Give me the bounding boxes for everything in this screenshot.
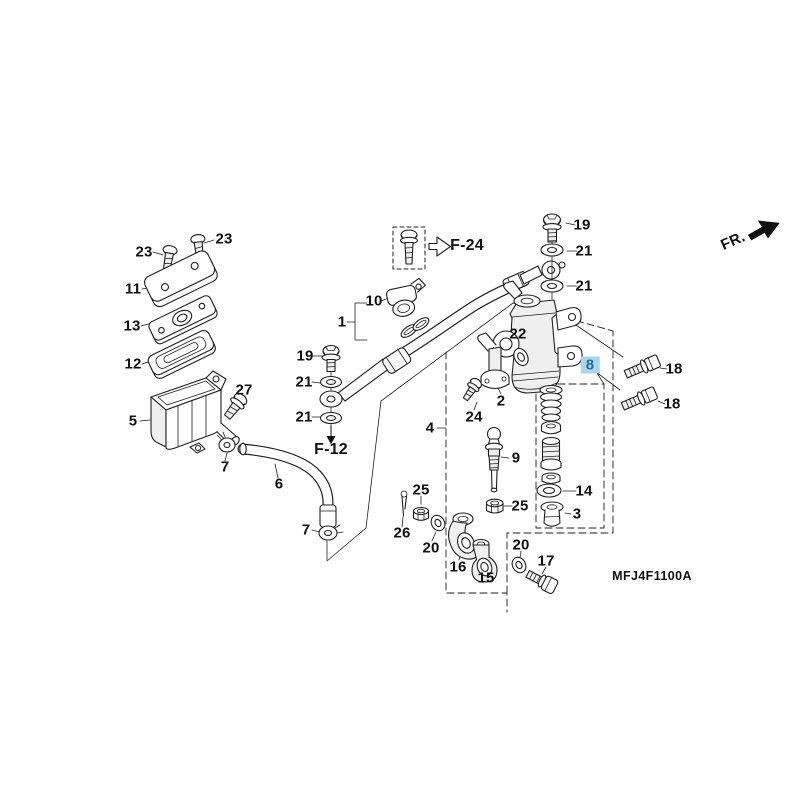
part-label-14: 14 <box>575 482 593 500</box>
part-label-18: 18 <box>663 395 681 413</box>
hose-grommet-b <box>412 317 430 331</box>
part-label-10: 10 <box>365 292 383 310</box>
hose-clamp-7-left <box>216 431 236 453</box>
part-label-12: 12 <box>124 355 142 373</box>
oil-joint-2 <box>477 332 510 390</box>
part-label-15: 15 <box>477 569 495 587</box>
washer-22 <box>513 347 529 367</box>
f12-arrow <box>326 425 336 445</box>
part-label-19: 19 <box>573 216 591 234</box>
part-label-21: 21 <box>575 242 593 260</box>
lock-nut-25-left <box>412 506 430 521</box>
banjo-bolt-19-right <box>542 213 562 243</box>
washer-21-left-upper <box>319 375 343 389</box>
washer-21-left-lower <box>319 411 343 425</box>
part-label-21: 21 <box>575 277 593 295</box>
part-label-25: 25 <box>412 481 430 499</box>
reservoir-plate-13 <box>148 295 218 345</box>
part-label-5: 5 <box>128 412 138 430</box>
cotter-pin-26 <box>400 490 408 517</box>
part-label-24: 24 <box>465 408 483 426</box>
part-label-fr.: FR. <box>718 228 748 254</box>
washer-14 <box>536 483 562 498</box>
part-label-13: 13 <box>123 317 141 335</box>
bolt-18-lower <box>620 386 658 411</box>
part-label-7: 7 <box>220 458 230 476</box>
washer-20-left <box>430 514 446 532</box>
boot-3 <box>540 501 564 527</box>
routing-line <box>326 302 514 562</box>
part-label-18: 18 <box>665 360 683 378</box>
lock-nut-25-mid <box>485 498 504 514</box>
part-label-17: 17 <box>537 552 555 570</box>
f24-callout <box>392 226 452 270</box>
washer-21-right-upper <box>540 243 564 257</box>
part-label-1: 1 <box>337 313 347 331</box>
part-label-f-24: F-24 <box>450 237 484 254</box>
reservoir-body-5 <box>150 370 240 454</box>
part-label-2: 2 <box>496 392 506 410</box>
part-label-mfj4f1100a: MFJ4F1100A <box>612 568 692 583</box>
hose-clamp-10 <box>386 277 426 317</box>
washer-21-right-lower <box>540 279 564 293</box>
part-label-26: 26 <box>393 524 411 542</box>
master-cylinder-body <box>492 280 583 394</box>
f24-arrow-icon <box>428 236 452 257</box>
cylinder-kit-8 <box>539 384 563 485</box>
kit-8-box <box>535 383 605 529</box>
part-label-3: 3 <box>572 505 582 523</box>
part-label-6: 6 <box>274 475 284 493</box>
f24-bolt <box>399 229 419 265</box>
part-label-16: 16 <box>449 558 467 576</box>
clevis-16 <box>447 512 481 560</box>
part-label-27: 27 <box>235 381 253 399</box>
part-label-8: 8 <box>580 356 600 374</box>
bolt-27 <box>223 392 248 420</box>
washer-20-right <box>511 556 527 574</box>
bolt-24 <box>462 377 482 402</box>
part-label-19: 19 <box>296 347 314 365</box>
part-label-21: 21 <box>295 408 313 426</box>
diaphragm-12 <box>147 329 216 379</box>
part-label-20: 20 <box>512 536 530 554</box>
part-label-21: 21 <box>295 373 313 391</box>
part-label-4: 4 <box>425 419 435 437</box>
rod-joint-15 <box>471 538 498 583</box>
banjo-bolt-19-left <box>321 344 341 373</box>
reservoir-cap-11 <box>144 250 218 308</box>
reservoir-hose-6 <box>237 442 337 528</box>
fr-direction-arrow-icon <box>747 220 780 241</box>
part-label-22: 22 <box>509 325 527 343</box>
hose-banjo-left <box>319 358 391 408</box>
part-label-f-12: F-12 <box>314 441 348 458</box>
part-label-25: 25 <box>511 497 529 515</box>
part-label-20: 20 <box>422 539 440 557</box>
bolt-18-upper <box>623 354 661 379</box>
part-label-11: 11 <box>124 280 142 298</box>
part-label-9: 9 <box>511 449 521 467</box>
part-label-23: 23 <box>215 230 233 248</box>
part-label-23: 23 <box>135 243 153 261</box>
part-label-7: 7 <box>301 521 311 539</box>
hose-clamp-7-right <box>318 524 344 541</box>
push-rod-9 <box>484 426 504 493</box>
bolt-17 <box>525 570 559 595</box>
